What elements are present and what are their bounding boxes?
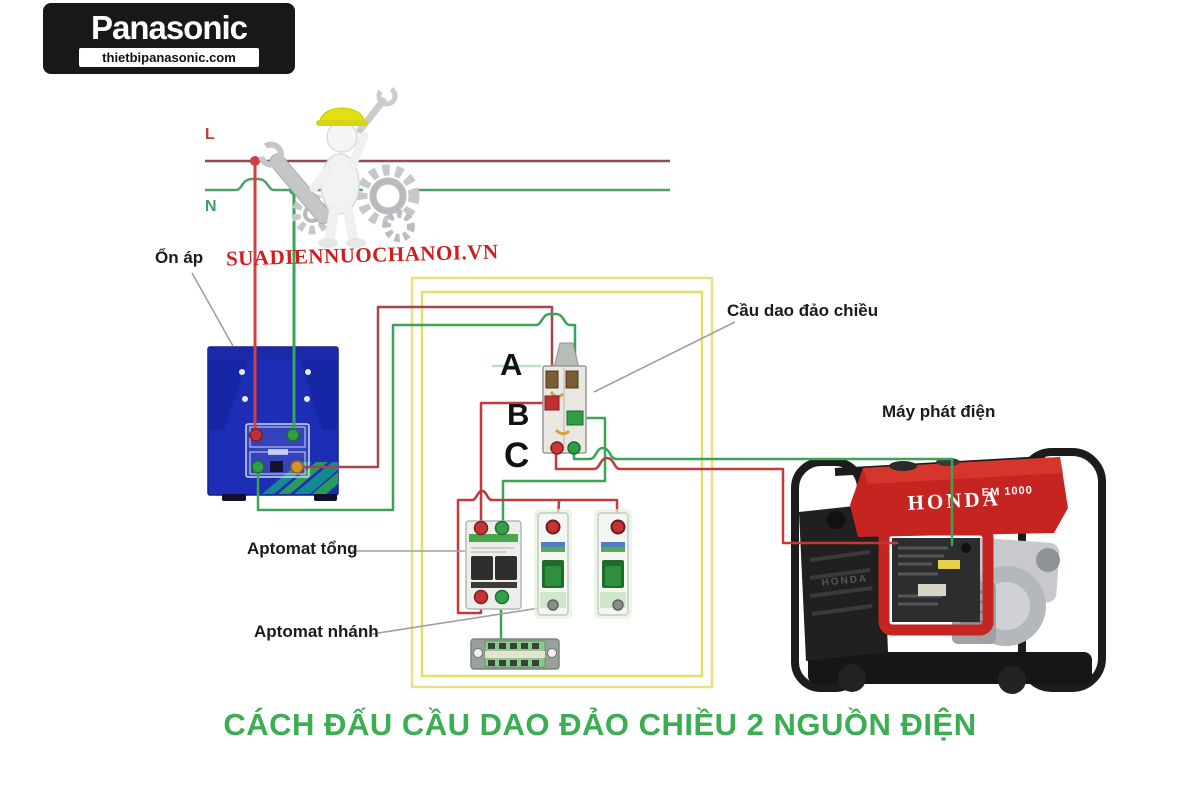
logo-site-text: thietbipanasonic.com <box>102 50 236 65</box>
mascot-figure <box>258 85 420 248</box>
stabilizer-device <box>207 346 339 501</box>
generator-tank-brand-text: HONDA <box>907 486 1001 515</box>
neutral-label: N <box>205 198 217 215</box>
panasonic-logo: Panasonic thietbipanasonic.com <box>43 3 295 74</box>
generator-side-brand-text: HONDA <box>821 573 869 589</box>
branch-breaker-2 <box>594 509 632 619</box>
stabilizer-label: Ổn áp <box>155 248 204 267</box>
gear-icon <box>291 164 420 242</box>
stabilizer-pointer-line <box>191 272 234 347</box>
wiring <box>250 156 954 644</box>
wire-stabilizer-red-to-switch-a <box>295 305 554 469</box>
stabilizer-terminals <box>249 428 304 474</box>
diagram-title: CÁCH ĐẤU CẦU DAO ĐẢO CHIỀU 2 NGUỒN ĐIỆN <box>223 707 977 742</box>
branch-breaker-label: Aptomat nhánh <box>254 622 379 641</box>
branch-breaker-pointer-line <box>371 606 547 635</box>
changeover-switch-device <box>542 342 587 455</box>
live-junction-dot <box>250 156 260 166</box>
branch-breaker-1 <box>534 509 572 619</box>
switch-point-b-label: B <box>507 397 530 432</box>
main-breaker-device <box>465 520 522 610</box>
wire-switch-b-green-to-main-breaker <box>501 416 607 526</box>
generator-label: Máy phát điện <box>882 402 996 421</box>
wire-switch-b-red-to-main-breaker <box>479 401 554 526</box>
panel-enclosure-border <box>410 276 714 689</box>
logo-site-strip: thietbipanasonic.com <box>79 48 259 67</box>
hard-hat-icon <box>316 107 368 126</box>
wire-switch-c-green-to-generator <box>572 446 954 547</box>
main-breaker-label: Aptomat tổng <box>247 539 358 558</box>
wire-switch-c-red-to-generator <box>554 448 899 545</box>
terminal-block-device <box>470 638 560 670</box>
pointer-lines <box>191 272 736 635</box>
changeover-switch-label: Cầu dao đảo chiều <box>727 301 879 320</box>
neutral-line <box>205 177 670 192</box>
logo-brand-text: Panasonic <box>90 9 248 46</box>
switch-point-c-label: C <box>504 436 530 475</box>
wire-stabilizer-green-to-switch-a <box>256 312 577 512</box>
live-label: L <box>205 126 215 143</box>
changeover-pointer-line <box>593 321 736 393</box>
generator-device: HONDA HONDA EM 1000 <box>791 448 1106 694</box>
generator-model-text: EM 1000 <box>982 484 1034 499</box>
switch-point-a-label: A <box>500 347 523 382</box>
